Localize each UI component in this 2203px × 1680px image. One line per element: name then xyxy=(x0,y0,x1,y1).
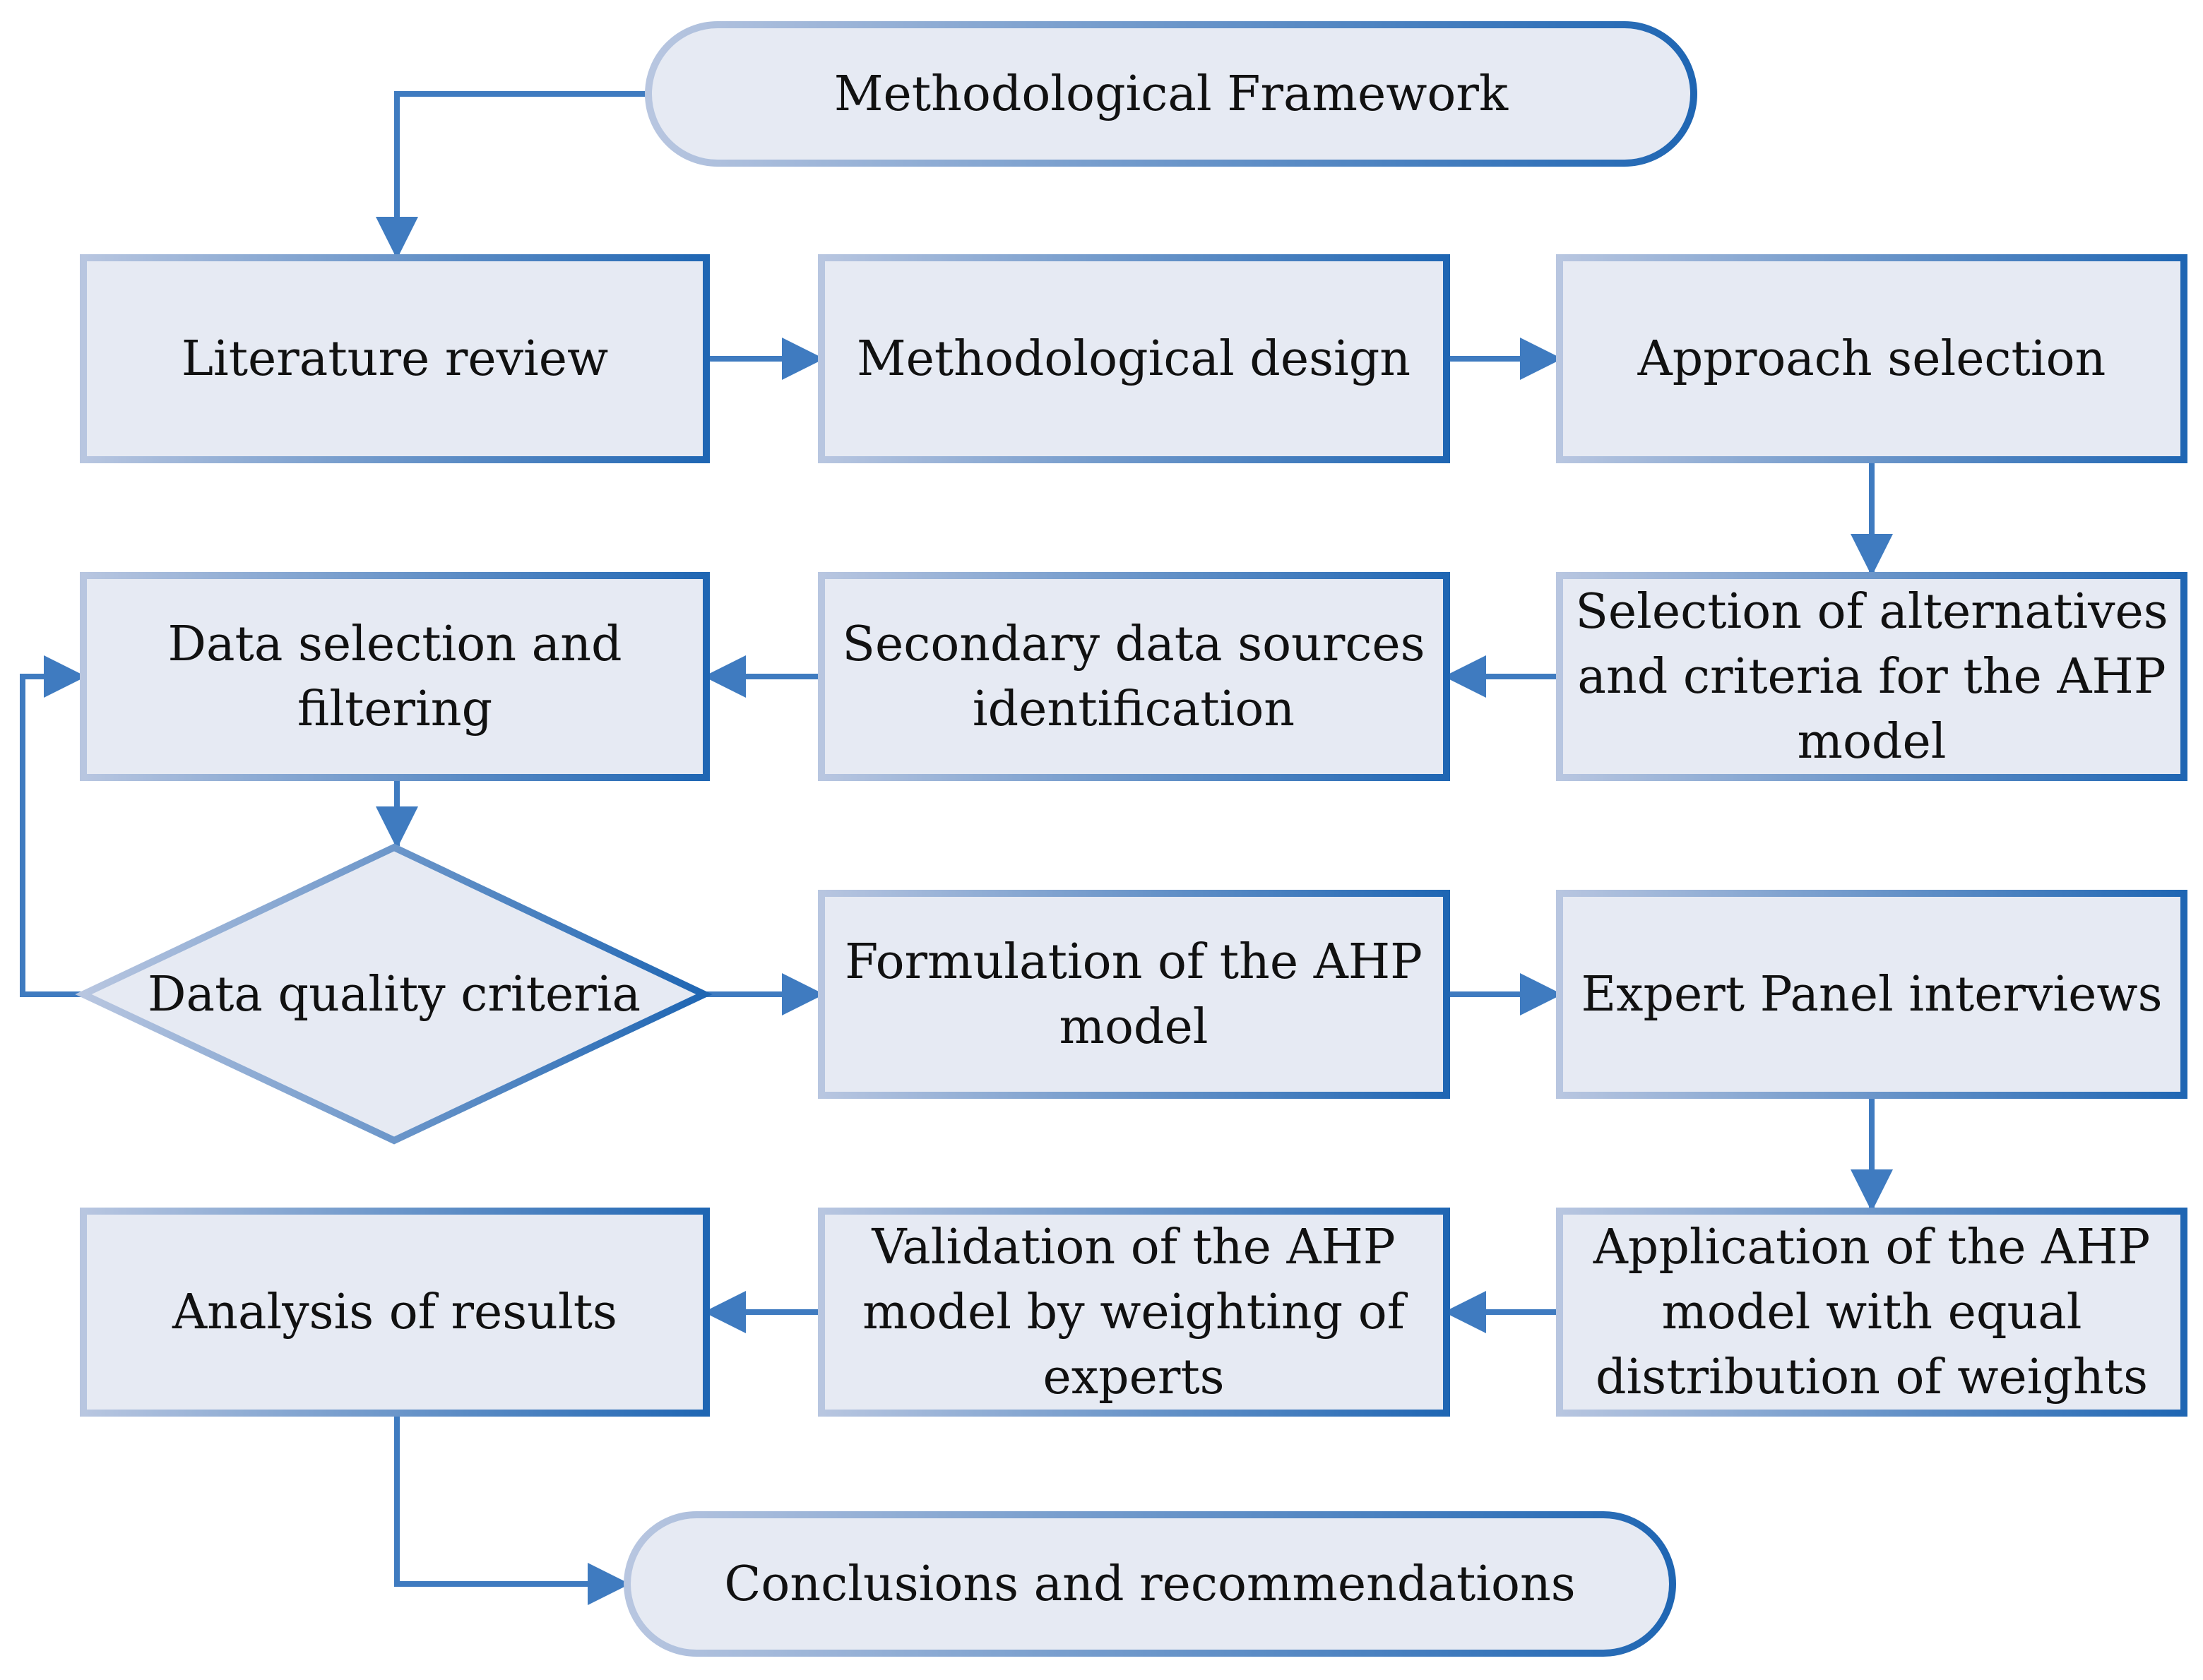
step-selection-alternatives-line-3: model xyxy=(1798,714,1947,770)
step-application-ahp-line-2: model with equal xyxy=(1661,1285,2082,1340)
arrow-analysis-to-end xyxy=(394,1414,630,1605)
terminal-start-label: Methodological Framework xyxy=(834,66,1509,122)
step-selection-alternatives-line-2: and criteria for the AHP xyxy=(1577,649,2166,705)
arrow-quality-feedback-to-data-selection xyxy=(20,655,86,997)
step-secondary-sources-line-1: Secondary data sources xyxy=(842,616,1425,672)
step-validation-ahp: Validation of the AHP model by weighting… xyxy=(818,1208,1450,1417)
step-application-ahp-line-1: Application of the AHP xyxy=(1593,1220,2151,1275)
arrow-start-to-literature xyxy=(376,91,648,259)
terminal-start: Methodological Framework xyxy=(645,21,1697,167)
step-validation-ahp-line-2: model by weighting of xyxy=(862,1285,1408,1340)
step-formulation-ahp-line-1: Formulation of the AHP xyxy=(845,934,1423,990)
step-data-selection-line-1: Data selection and xyxy=(167,616,622,672)
step-data-selection: Data selection and filtering xyxy=(80,572,710,781)
decision-data-quality: Data quality criteria xyxy=(75,843,713,1145)
step-approach-selection-line-1: Approach selection xyxy=(1637,331,2106,387)
terminal-end-label: Conclusions and recommendations xyxy=(724,1556,1575,1612)
terminal-end: Conclusions and recommendations xyxy=(624,1511,1676,1657)
step-formulation-ahp-line-2: model xyxy=(1059,999,1209,1055)
step-literature-review-line-1: Literature review xyxy=(182,331,608,387)
step-expert-panel-line-1: Expert Panel interviews xyxy=(1581,967,2163,1023)
step-application-ahp-line-3: distribution of weights xyxy=(1596,1350,2148,1405)
step-literature-review: Literature review xyxy=(80,254,710,463)
step-data-selection-line-2: filtering xyxy=(297,681,492,737)
step-analysis-results-line-1: Analysis of results xyxy=(172,1285,617,1340)
step-validation-ahp-line-3: experts xyxy=(1043,1350,1224,1405)
step-application-ahp: Application of the AHP model with equal … xyxy=(1556,1208,2187,1417)
step-selection-alternatives-line-1: Selection of alternatives xyxy=(1575,584,2168,640)
decision-data-quality-label: Data quality criteria xyxy=(148,967,641,1023)
step-secondary-sources-line-2: identification xyxy=(973,681,1295,737)
step-secondary-sources: Secondary data sources identification xyxy=(818,572,1450,781)
step-approach-selection: Approach selection xyxy=(1556,254,2187,463)
step-methodological-design-line-1: Methodological design xyxy=(857,331,1411,387)
step-expert-panel: Expert Panel interviews xyxy=(1556,890,2187,1099)
step-validation-ahp-line-1: Validation of the AHP xyxy=(871,1220,1395,1275)
step-formulation-ahp: Formulation of the AHP model xyxy=(818,890,1450,1099)
step-analysis-results: Analysis of results xyxy=(80,1208,710,1417)
step-methodological-design: Methodological design xyxy=(818,254,1450,463)
step-selection-alternatives: Selection of alternatives and criteria f… xyxy=(1556,572,2187,781)
